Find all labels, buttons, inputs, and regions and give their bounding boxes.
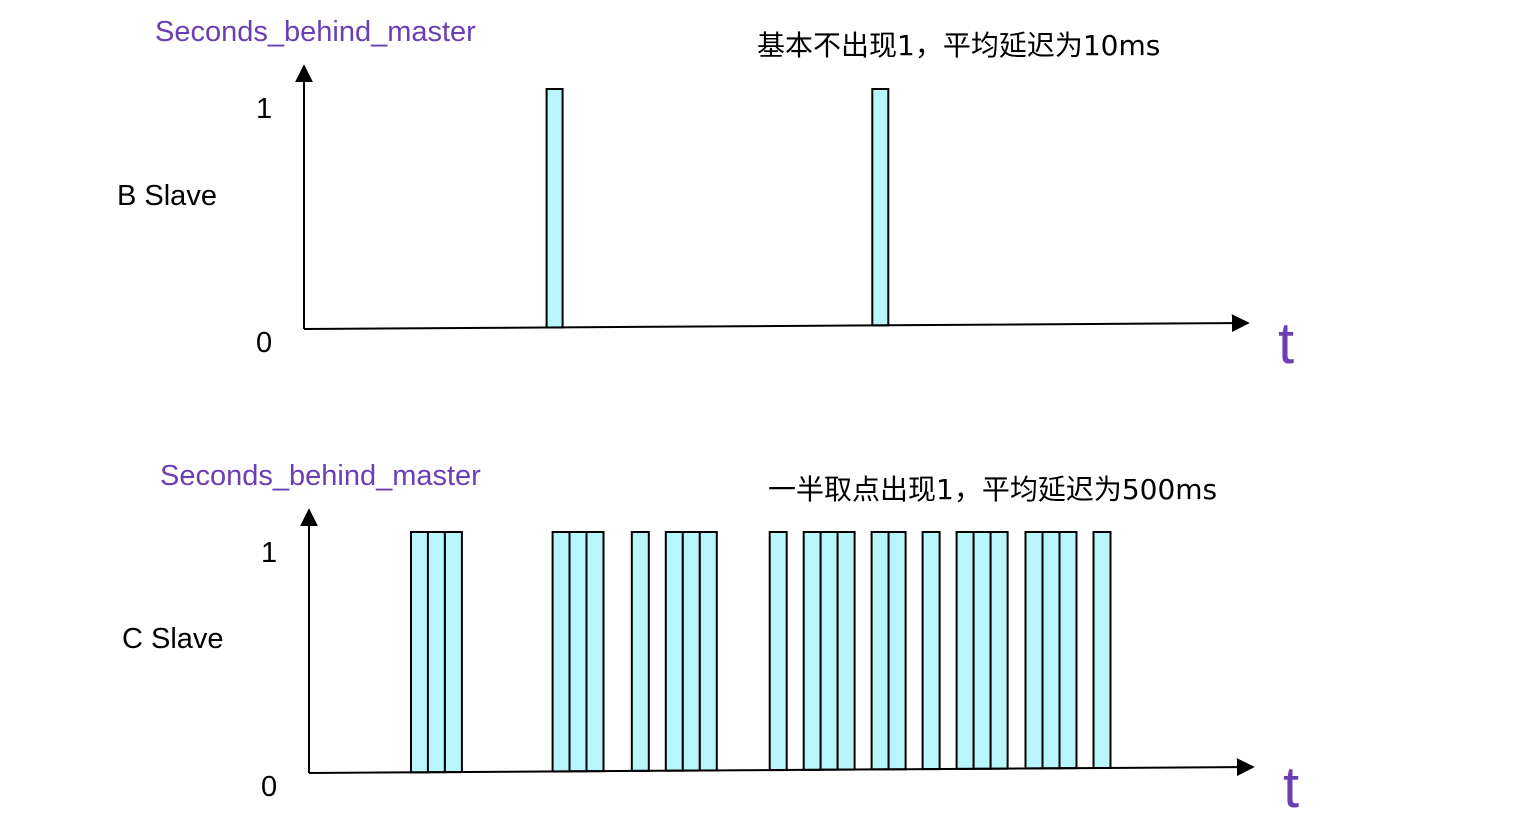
bar-11	[768, 531, 788, 772]
bar-9	[681, 531, 701, 772]
bar-1	[410, 531, 429, 774]
bar-14	[836, 531, 856, 771]
x-axis-label: t	[1283, 755, 1299, 820]
chart-panel-c-slave: Seconds_behind_master 一半取点出现1，平均延迟为500ms…	[122, 460, 1299, 820]
y-tick-label-1: 1	[256, 93, 272, 125]
bar-8	[664, 531, 684, 772]
bar-21	[1024, 531, 1044, 770]
bar-23	[1058, 531, 1078, 770]
bar-16	[887, 531, 907, 771]
bar-7	[630, 531, 650, 772]
y-axis-label: Seconds_behind_master	[160, 460, 481, 492]
bar-2	[426, 531, 446, 774]
y-tick-label-0: 0	[261, 771, 277, 803]
x-axis	[303, 314, 1250, 333]
bar-5	[568, 531, 588, 773]
bar-group	[410, 531, 1112, 774]
bar-18	[955, 531, 975, 770]
bar-15	[870, 531, 890, 771]
bar-3	[443, 531, 463, 774]
chart-annotation: 基本不出现1，平均延迟为10ms	[757, 29, 1160, 62]
bar-2	[871, 88, 890, 327]
bar-10	[698, 531, 718, 772]
bar-1	[545, 88, 564, 329]
x-axis	[308, 758, 1255, 777]
bar-20	[989, 531, 1009, 770]
bar-13	[819, 531, 839, 771]
y-tick-label-0: 0	[256, 327, 272, 359]
bar-4	[551, 531, 571, 773]
chart-annotation: 一半取点出现1，平均延迟为500ms	[768, 473, 1217, 506]
bar-6	[585, 531, 605, 773]
y-axis-label: Seconds_behind_master	[155, 16, 476, 48]
chart-panel-b-slave: Seconds_behind_master 基本不出现1，平均延迟为10ms 1…	[117, 16, 1294, 376]
slave-label: C Slave	[122, 623, 224, 655]
x-axis-label: t	[1278, 311, 1294, 376]
bar-19	[972, 531, 992, 770]
bar-12	[802, 531, 822, 771]
bar-group	[545, 88, 890, 329]
bar-17	[921, 531, 941, 771]
y-tick-label-1: 1	[261, 537, 277, 569]
bar-24	[1092, 531, 1112, 769]
bar-22	[1041, 531, 1061, 770]
slave-label: B Slave	[117, 180, 217, 212]
